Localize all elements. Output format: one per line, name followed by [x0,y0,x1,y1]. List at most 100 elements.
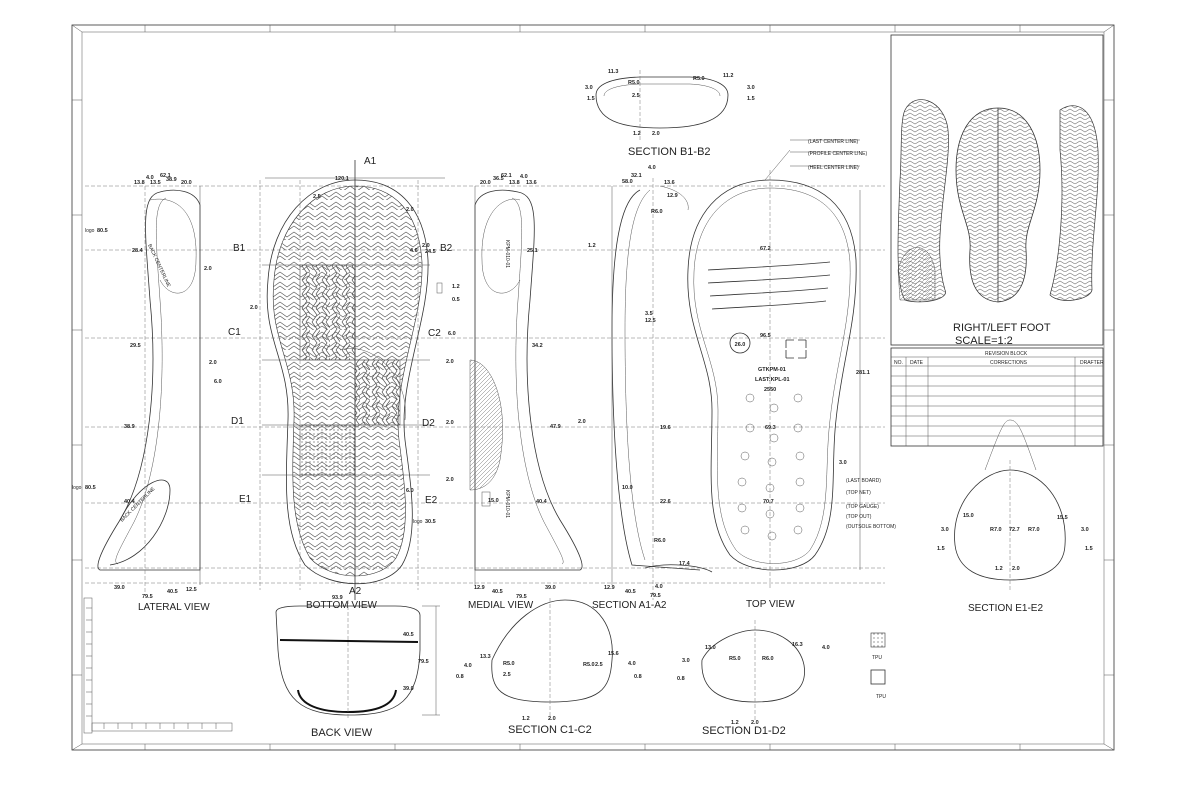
drawing-frame [71,24,1115,751]
lateral-dimensions: 4.0 62.1 38.9 13.8 13.5 20.0 28.4 29.5 3… [114,173,222,600]
dim-label: 3.0 [682,658,690,664]
dim-label: 12.5 [186,587,197,593]
dim-label: 13.3 [480,654,491,660]
dim-label: 12.5 [645,318,656,324]
dim-label: 38.9 [166,177,177,183]
dim-label: 11.2 [723,73,733,79]
section-a-dimensions: 4.0 32.1 58.0 13.6 R6.0 12.9 1.2 67.2 3.… [588,165,870,599]
legend-tpu-2: TPU [876,694,886,700]
bottom-view-title: BOTTOM VIEW [306,600,377,611]
logo-callout-1-value: 80.5 [97,228,108,234]
dim-label: 70.7 [763,499,774,505]
dim-label: 13.8 [509,180,520,186]
dim-label: 2.5 [632,93,640,99]
dim-label: 2.0 [751,720,759,726]
dim-label: 62.1 [160,173,171,179]
marker-c1: C1 [228,327,241,338]
dim-label: 62.1 [501,173,512,179]
section-b1-b2-view [595,70,729,140]
dim-label: 281.1 [856,370,870,376]
logo-callout-1: logo [85,228,95,234]
dim-label: 40.5 [625,589,636,595]
dim-label: 0.5 [452,297,460,303]
section-d1-d2-view [701,620,805,720]
dim-label: 4.0 [520,174,528,180]
dim-label: 13.5 [150,180,161,186]
dim-label: 11.3 [608,69,618,75]
dim-label: 2.0 [250,305,258,311]
top-line-2: (PROFILE CENTER LINE) [808,151,868,157]
dim-label: R5.0 [583,662,595,668]
dim-label: 13.6 [664,180,675,186]
section-c1-c2-view [491,598,613,720]
marker-e2: E2 [425,495,438,506]
dim-label: 12.9 [474,585,485,591]
top-line-3: (HEEL CENTER LINE) [808,165,859,171]
medial-view-title: MEDIAL VIEW [468,600,534,611]
medial-view: KPM-010-01 KPM-010-01 [469,186,583,585]
dim-label: 1.2 [522,716,530,722]
dim-label: 2.0 [406,207,414,213]
dim-label: 2.0 [446,477,454,483]
dim-label: 1.2 [452,284,460,290]
dim-label: R6.0 [654,538,666,544]
dim-label: 58.0 [622,179,633,185]
dim-label: 25.1 [527,248,538,254]
dim-label: 4.0 [655,584,663,590]
dim-label: R5.0 [503,661,515,667]
dim-label: 96.5 [760,333,771,339]
dim-label: 2.5 [595,662,603,668]
callout-last-board: (LAST BOARD) [846,478,881,484]
dim-label: 69.3 [765,425,776,431]
dim-label: 13.0 [705,645,716,651]
dim-label: 3.0 [839,460,847,466]
dim-label: 2.0 [446,359,454,365]
lateral-view-title: LATERAL VIEW [138,602,210,613]
dim-label: 40.4 [124,499,136,505]
dim-label: 47.9 [550,424,561,430]
dim-label: R6.0 [762,656,774,662]
bottom-dimensions: 120.1 2.5 2.0 2.0 4.6 2.0 24.5 1.2 0.5 9… [250,176,499,601]
dim-label: 6.0 [406,488,414,494]
dim-label: 3.0 [1081,527,1089,533]
marker-c2: C2 [428,328,441,339]
dim-label: 4.0 [822,645,830,651]
section-b-dimensions: 11.3 R5.0 R5.0 11.2 3.0 3.0 1.5 1.5 2.5 … [585,69,755,137]
material-legend [870,632,886,685]
revision-col-drafter: DRAFTER [1080,360,1104,366]
dim-label: 2.0 [578,419,586,425]
dim-label: 1.5 [1085,546,1093,552]
section-d-dimensions: 13.0 R5.0 R6.0 16.3 3.0 4.0 0.8 1.2 2.0 [677,642,830,726]
dim-label: R5.0 [729,656,741,662]
dim-label: 15.6 [608,651,619,657]
dim-label: 29.5 [130,343,141,349]
logo-callout-3: logo [413,519,423,525]
dim-label: 39.0 [403,686,414,692]
revision-col-corrections: CORRECTIONS [990,360,1028,366]
dim-label: 13.8 [134,180,145,186]
photo-title: RIGHT/LEFT FOOT [953,322,1051,334]
back-view [275,600,440,720]
logo-callout-2-value: 80.5 [85,485,96,491]
callout-top-out: (TOP OUT) [846,514,872,520]
dim-label: 1.5 [747,96,755,102]
section-b1-b2-title: SECTION B1-B2 [628,146,711,158]
dim-label: 79.5 [516,594,527,600]
dim-label: 3.5 [645,311,653,317]
legend-tpu-1: TPU [872,655,882,661]
dim-label: 67.2 [760,246,771,252]
bottom-view [259,160,445,600]
section-e-dimensions: 15.0 R7.0 72.7 R7.0 15.5 3.0 3.0 1.5 1.5… [937,513,1093,572]
dim-label: 0.8 [677,676,685,682]
scale-ruler [83,597,233,734]
top-view-title: TOP VIEW [746,599,795,610]
dim-label: 79.5 [418,659,429,665]
dim-label: 24.5 [425,249,436,255]
dim-label: 2.0 [209,360,217,366]
dim-label: 40.4 [536,499,548,505]
marker-d2: D2 [422,418,435,429]
last-code: LAST:KPL-01 [755,377,790,383]
dim-label: 13.6 [526,180,537,186]
callout-outsole-bottom: (OUTSOLE BOTTOM) [846,524,896,530]
dim-label: 1.2 [633,131,641,137]
